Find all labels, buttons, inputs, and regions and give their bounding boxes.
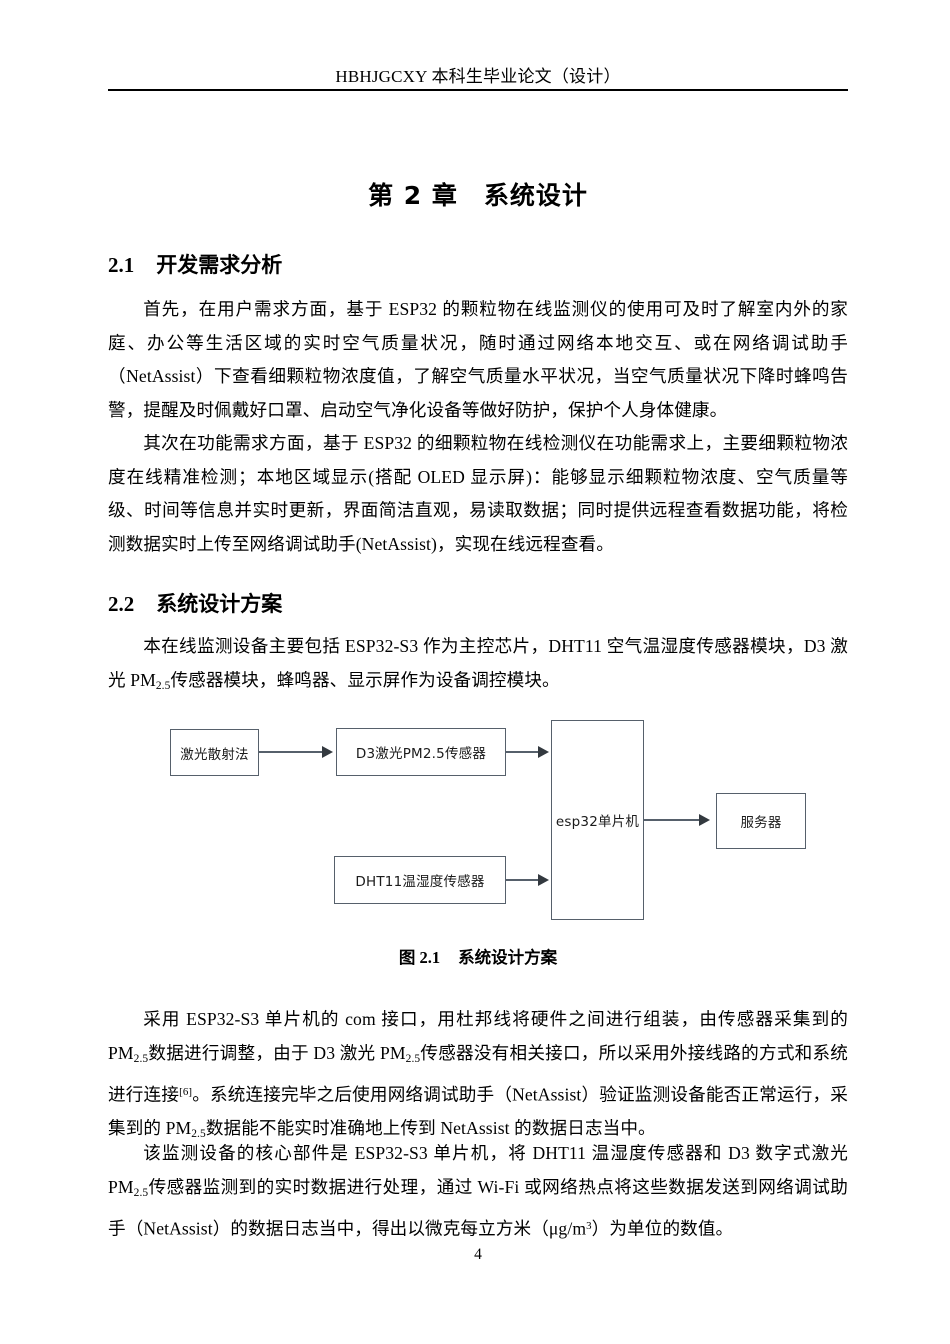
diagram-connector-esp32-to-server: [644, 819, 699, 821]
diagram-box-esp32-mcu: esp32单片机: [551, 720, 644, 920]
diagram-connector-dht11-to-esp32: [506, 879, 538, 881]
paragraph-user-requirements: 首先，在用户需求方面，基于 ESP32 的颗粒物在线监测仪的使用可及时了解室内外…: [108, 299, 848, 420]
section-number-2-2: 2.2: [108, 592, 135, 616]
section-title-2-2: 系统设计方案: [156, 592, 283, 616]
figure-caption: 图 2.1 系统设计方案: [108, 944, 848, 968]
arrow-head-icon: [538, 874, 549, 886]
diagram-box-server: 服务器: [716, 793, 806, 849]
section-title-2-1: 开发需求分析: [156, 253, 283, 277]
diagram-connector-laser-to-d3: [259, 751, 323, 753]
diagram-connector-d3-to-esp32: [506, 751, 538, 753]
figure-caption-number: 图 2.1: [398, 948, 441, 967]
arrow-head-icon: [538, 746, 549, 758]
figure-caption-title: 系统设计方案: [458, 948, 558, 967]
section-heading-2-1: 2.1 开发需求分析: [108, 249, 282, 279]
diagram-box-d3-sensor: D3激光PM2.5传感器: [336, 728, 506, 776]
arrow-head-icon: [699, 814, 710, 826]
arrow-head-icon: [322, 746, 333, 758]
paragraph-functional-requirements: 其次在功能需求方面，基于 ESP32 的细颗粒物在线检测仪在功能需求上，主要细颗…: [108, 433, 848, 554]
running-header-title: HBHJGCXY 本科生毕业论文（设计）: [335, 67, 621, 86]
diagram-box-laser-method: 激光散射法: [170, 729, 259, 776]
header-divider-rule: [108, 89, 848, 91]
section-heading-2-2: 2.2 系统设计方案: [108, 588, 282, 618]
diagram-box-dht11-sensor: DHT11温湿度传感器: [334, 856, 506, 904]
paragraph-device-components: 本在线监测设备主要包括 ESP32-S3 作为主控芯片，DHT11 空气温湿度传…: [108, 636, 848, 692]
paragraph-wiring-and-verification: 采用 ESP32-S3 单片机的 com 接口，用杜邦线将硬件之间进行组装，由传…: [108, 1009, 848, 1141]
page-number: 4: [474, 1246, 482, 1263]
section-number-2-1: 2.1: [108, 253, 135, 277]
chapter-title: 第 2 章 系统设计: [368, 181, 588, 210]
paragraph-core-component: 该监测设备的核心部件是 ESP32-S3 单片机，将 DHT11 温湿度传感器和…: [108, 1143, 848, 1239]
